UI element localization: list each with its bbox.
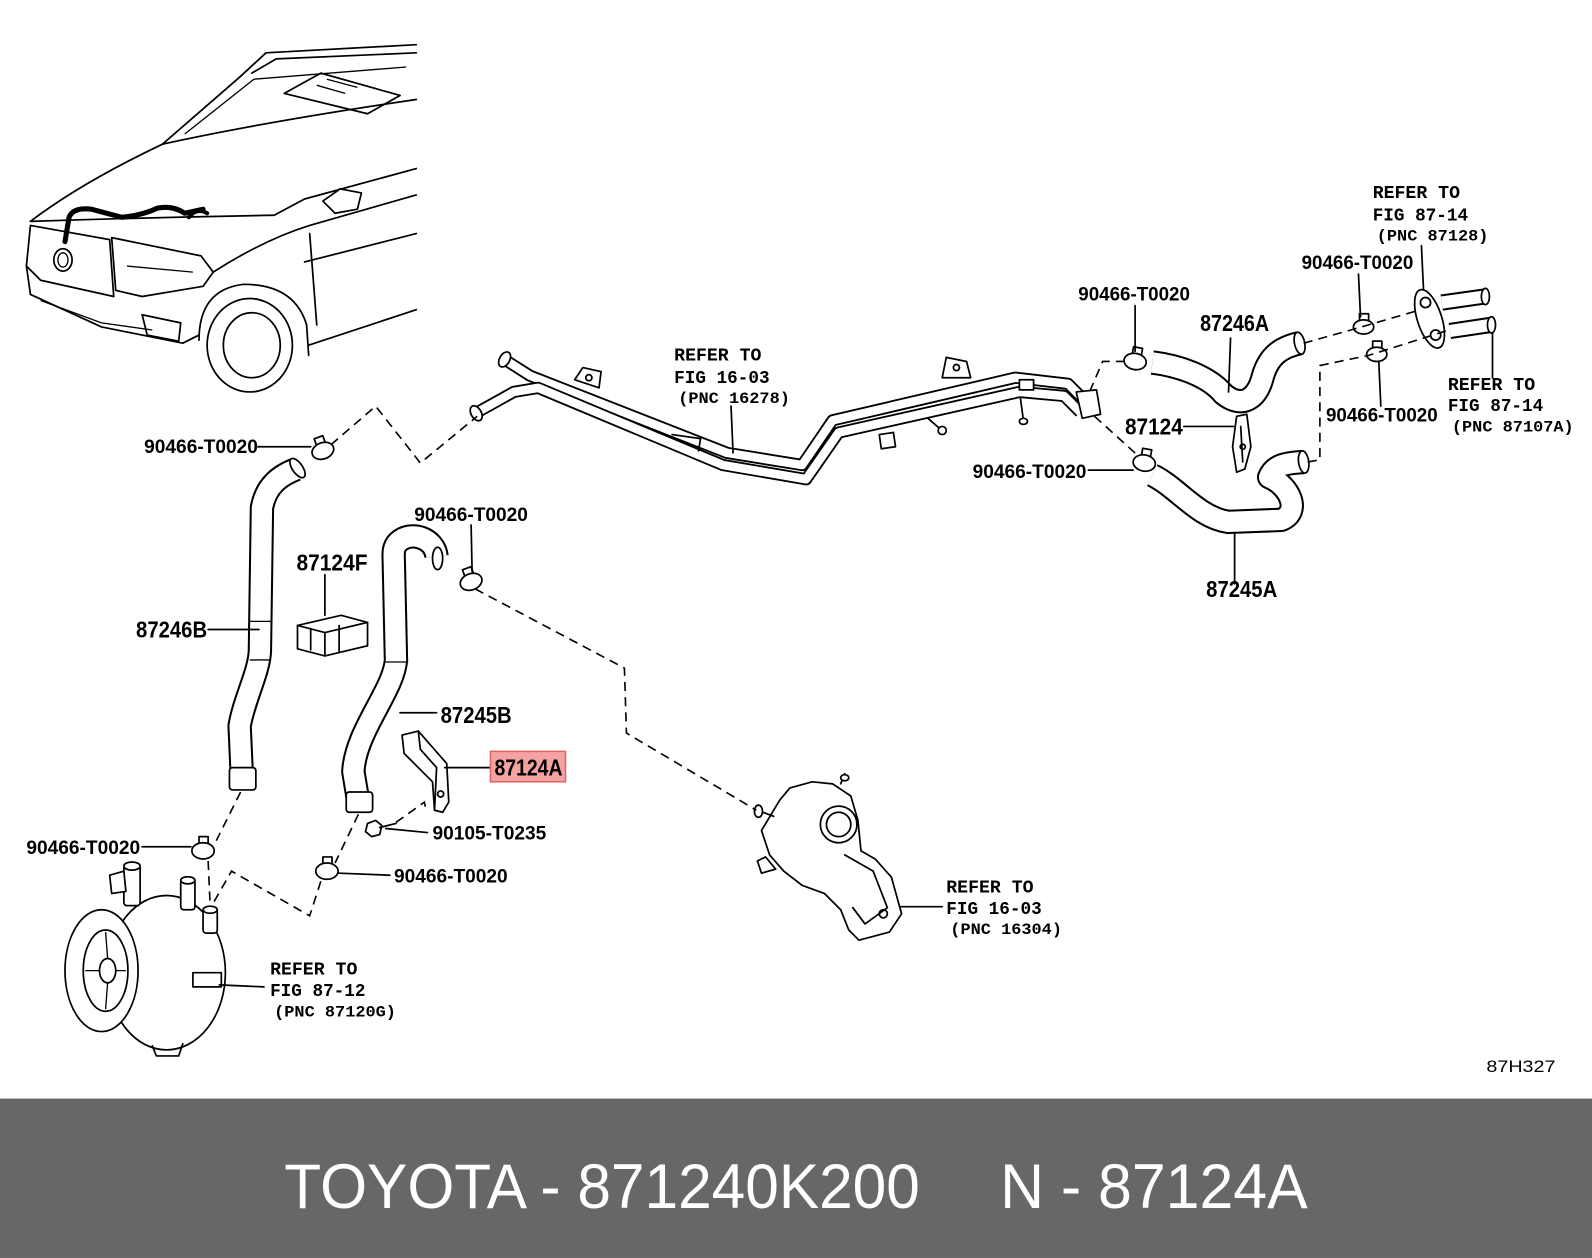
refer-figure: FIG 87-12 xyxy=(270,982,365,1002)
toyota-logo-icon xyxy=(52,247,73,272)
refer-pnc: (PNC 16304) xyxy=(950,921,1062,939)
vacuum-pump xyxy=(64,861,227,1057)
footer-pnc: N - 87124A xyxy=(1000,1152,1308,1222)
callout-bracket-87124: 87124 xyxy=(1125,414,1183,440)
connection-lines xyxy=(207,309,1447,918)
bolt-90105-t0235 xyxy=(364,819,397,838)
callout-bracket-87124a-highlighted: 87124A xyxy=(494,755,562,781)
hose-clamp-bracket-87124f xyxy=(296,614,369,657)
callout-labels: 90466-T0020 90466-T0020 87246A 90466-T00… xyxy=(26,253,1437,887)
footer-part-number: TOYOTA - 871240K200 xyxy=(284,1152,920,1222)
callout-clamp: 90466-T0020 xyxy=(26,838,140,859)
refer-pnc: (PNC 16278) xyxy=(678,390,790,408)
refer-note-fig-16-03-pnc-16278: REFER TO FIG 16-03 (PNC 16278) xyxy=(674,346,790,408)
footer-bar: TOYOTA - 871240K200 N - 87124A xyxy=(0,1098,1592,1258)
callout-clamp: 90466-T0020 xyxy=(1302,253,1414,274)
hose-87245b xyxy=(341,524,449,814)
callout-bracket-87124f: 87124F xyxy=(296,550,367,576)
callout-hose-87245b: 87245B xyxy=(441,702,512,728)
callout-hose-87245a: 87245A xyxy=(1206,576,1277,602)
callout-bolt: 90105-T0235 xyxy=(433,824,547,845)
hose-clamp xyxy=(1123,345,1148,371)
hose-clamp-bracket-87124a xyxy=(401,730,450,814)
callout-clamp: 90466-T0020 xyxy=(1326,405,1438,426)
refer-line: REFER TO xyxy=(270,961,357,981)
diagram-background xyxy=(0,0,1592,1099)
highlight-box xyxy=(489,750,567,783)
refer-note-fig-16-03-pnc-16304: REFER TO FIG 16-03 (PNC 16304) xyxy=(946,878,1062,939)
refer-line: REFER TO xyxy=(1373,184,1460,204)
callout-clamp: 90466-T0020 xyxy=(394,866,508,887)
hose-clamp xyxy=(191,835,216,860)
callout-clamp: 90466-T0020 xyxy=(1078,285,1190,306)
water-outlet-housing xyxy=(753,772,903,942)
refer-figure: FIG 87-14 xyxy=(1448,397,1543,417)
callout-clamp: 90466-T0020 xyxy=(973,462,1087,483)
drawing-code: 87H327 xyxy=(1486,1058,1555,1076)
side-mirror xyxy=(322,188,363,215)
callout-hose-87246b: 87246B xyxy=(136,617,207,643)
water-bypass-pipe xyxy=(469,351,1102,486)
refer-note-fig-87-14-pnc-87107a: REFER TO FIG 87-14 (PNC 87107A) xyxy=(1448,376,1574,437)
hose-location-marker xyxy=(62,204,206,245)
hose-clamp xyxy=(1132,447,1157,473)
hose-87246a xyxy=(1150,331,1306,414)
heater-pipe-flange xyxy=(1413,287,1497,349)
hose-clamp xyxy=(311,434,335,461)
refer-note-fig-87-12-pnc-87120g: REFER TO FIG 87-12 (PNC 87120G) xyxy=(270,961,396,1022)
hose-clamp xyxy=(459,565,483,592)
fog-light xyxy=(141,313,182,343)
refer-figure: FIG 16-03 xyxy=(946,900,1041,920)
headlight xyxy=(110,236,215,298)
refer-pnc: (PNC 87107A) xyxy=(1452,419,1574,437)
refer-figure: FIG 87-14 xyxy=(1373,206,1468,226)
refer-pnc: (PNC 87120G) xyxy=(274,1003,396,1021)
refer-figure: FIG 16-03 xyxy=(674,369,769,389)
refer-line: REFER TO xyxy=(946,878,1033,898)
refer-line: REFER TO xyxy=(674,346,761,366)
leader-lines xyxy=(141,244,1494,988)
refer-note-fig-87-14-pnc-87128: REFER TO FIG 87-14 (PNC 87128) xyxy=(1373,184,1489,246)
footer-background xyxy=(0,1098,1592,1258)
callout-hose-87246a: 87246A xyxy=(1200,310,1269,336)
refer-pnc: (PNC 87128) xyxy=(1377,228,1489,246)
callout-clamp: 90466-T0020 xyxy=(144,437,258,458)
vehicle-illustration xyxy=(25,43,418,393)
hose-clamp xyxy=(314,856,339,881)
hose-clamp-bracket-87124 xyxy=(1231,413,1252,473)
refer-line: REFER TO xyxy=(1448,376,1535,396)
hose-87246b xyxy=(227,457,306,791)
callout-clamp: 90466-T0020 xyxy=(414,505,528,526)
